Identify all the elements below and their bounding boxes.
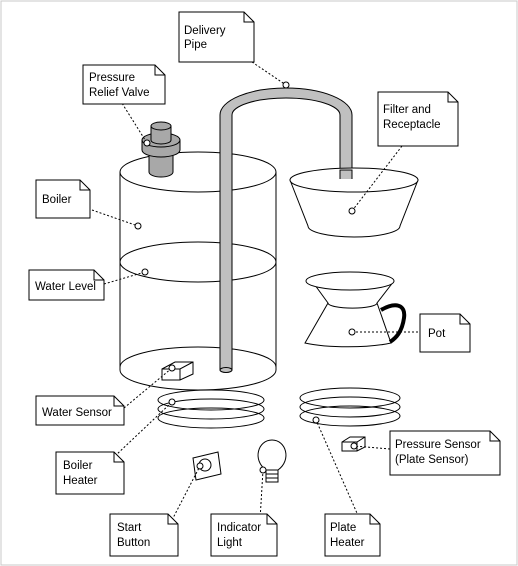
connector-dots: [134, 81, 358, 474]
label-water-sensor: Water Sensor: [42, 407, 112, 419]
label-boiler-heater-line2: Heater: [63, 475, 98, 487]
label-pressure-relief-valve-line1: Pressure: [89, 72, 135, 84]
boiler-heater: [157, 389, 265, 429]
label-plate-heater-line1: Plate: [330, 522, 356, 534]
filter-and-receptacle: [289, 167, 419, 238]
label-filter-line2: Receptacle: [383, 119, 441, 131]
delivery-pipe: [219, 87, 353, 373]
label-indicator-light-line1: Indicator: [217, 522, 261, 534]
label-boiler-heater-line1: Boiler: [63, 460, 93, 472]
label-pressure-relief-valve-line2: Relief Valve: [89, 87, 150, 99]
note-pressure-relief-valve: Pressure Relief Valve: [82, 64, 166, 105]
water-sensor: [161, 361, 194, 381]
pressure-relief-valve: [141, 121, 181, 178]
label-water-level: Water Level: [35, 281, 96, 293]
note-filter-and-receptacle: Filter and Receptacle: [377, 91, 459, 147]
coffee-pot: [304, 271, 407, 348]
indicator-light-bulb: [257, 439, 287, 483]
label-delivery-pipe-line2: Pipe: [184, 39, 207, 51]
label-pressure-sensor-line2: (Plate Sensor): [395, 454, 469, 466]
leader-lines: [91, 61, 420, 521]
note-pressure-sensor: Pressure Sensor (Plate Sensor): [389, 430, 501, 476]
note-indicator-light: Indicator Light: [210, 513, 278, 557]
label-boiler: Boiler: [42, 194, 72, 206]
note-start-button: Start Button: [109, 513, 179, 557]
note-delivery-pipe: Delivery Pipe: [178, 11, 255, 63]
label-start-button-line1: Start: [117, 522, 142, 534]
note-water-sensor: Water Sensor: [35, 395, 125, 426]
label-pot: Pot: [428, 328, 446, 340]
label-start-button-line2: Button: [117, 537, 150, 549]
water-level-surface: [119, 241, 277, 283]
note-boiler: Boiler: [35, 179, 91, 219]
label-indicator-light-line2: Light: [217, 537, 243, 549]
note-pot: Pot: [419, 313, 471, 353]
label-filter-line1: Filter and: [383, 104, 431, 116]
boiler: [119, 151, 277, 391]
note-plate-heater: Plate Heater: [324, 513, 381, 557]
label-delivery-pipe-line1: Delivery: [184, 25, 226, 37]
label-plate-heater-line2: Heater: [330, 537, 365, 549]
plate-heater: [299, 387, 401, 427]
note-boiler-heater: Boiler Heater: [55, 451, 125, 495]
label-pressure-sensor-line1: Pressure Sensor: [395, 439, 481, 451]
note-water-level: Water Level: [28, 269, 105, 301]
